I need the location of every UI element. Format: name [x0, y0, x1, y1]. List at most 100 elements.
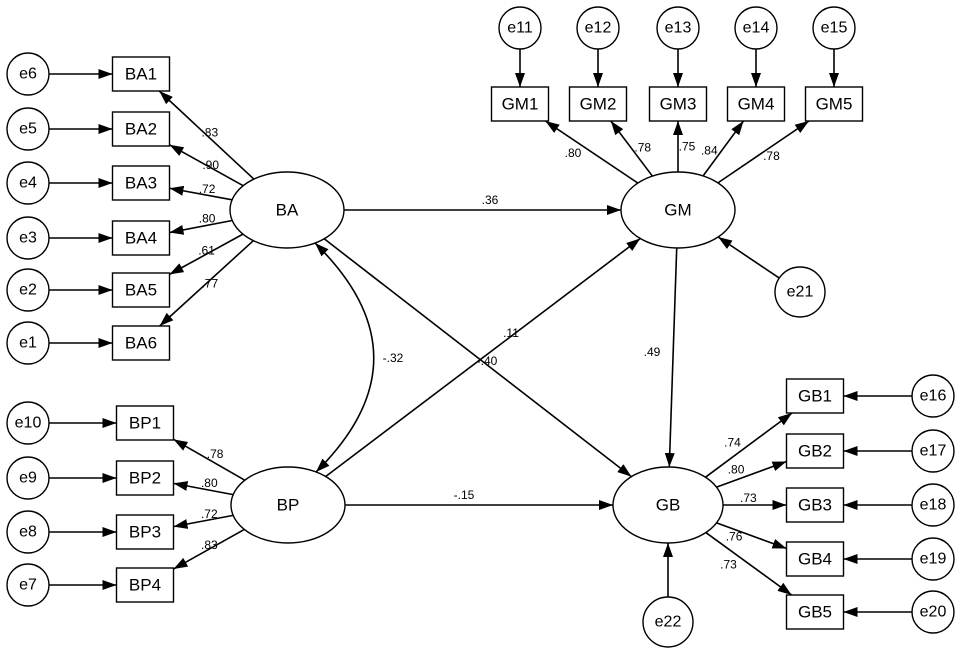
error-label-e1: e1 [19, 335, 37, 352]
error-label-e18: e18 [920, 497, 947, 514]
error-e13 [656, 6, 700, 50]
indicator-gm4 [726, 86, 786, 122]
indicator-label-gm3: GM3 [660, 95, 697, 114]
error-e11 [498, 6, 542, 50]
loading-label-ba3: .72 [199, 182, 216, 196]
indicator-label-ba1: BA1 [125, 65, 157, 84]
indicator-gb4 [785, 541, 845, 577]
loading-arrow-bp1 [173, 438, 246, 481]
indicator-ba1 [111, 56, 171, 92]
indicator-gb5 [785, 594, 845, 630]
loading-label-gb5: .73 [720, 558, 737, 572]
indicator-ba5 [111, 272, 171, 308]
loading-arrow-ba1 [158, 90, 255, 180]
indicator-label-bp1: BP1 [129, 414, 161, 433]
indicator-ba4 [111, 220, 171, 256]
indicator-bp4 [115, 567, 175, 603]
error-label-e4: e4 [19, 175, 37, 192]
indicator-label-gb5: GB5 [798, 603, 832, 622]
covariance-arrow-ba-bp [314, 242, 375, 473]
loading-label-gb4: .76 [726, 529, 743, 543]
error-label-e12: e12 [585, 20, 612, 37]
path-arrow-ba-gb [323, 238, 632, 478]
loading-label-ba6: .77 [201, 277, 218, 291]
error-e16 [911, 374, 955, 418]
loading-label-ba2: .90 [202, 158, 219, 172]
latent-ba [229, 171, 345, 249]
error-label-e11: e11 [507, 20, 533, 37]
loading-arrow-ba4 [169, 219, 233, 235]
error-e10 [6, 401, 50, 445]
loading-label-gm4: .84 [701, 143, 718, 157]
loading-label-gm3: .75 [679, 140, 696, 154]
loading-arrow-gb2 [716, 460, 787, 488]
error-e2 [6, 268, 50, 312]
indicator-label-bp3: BP3 [129, 523, 161, 542]
error-label-e13: e13 [665, 20, 692, 37]
error-label-e19: e19 [920, 551, 947, 568]
error-label-e8: e8 [19, 524, 37, 541]
loading-arrow-gb5 [705, 531, 793, 596]
loading-label-bp4: .83 [201, 538, 218, 552]
indicator-label-ba6: BA6 [125, 334, 157, 353]
error-label-e7: e7 [19, 577, 37, 594]
error-e3 [6, 216, 50, 260]
indicator-label-bp4: BP4 [129, 576, 161, 595]
path-label-ba-gm: .36 [482, 193, 499, 207]
latent-bp [230, 466, 346, 544]
loading-arrow-gm2 [610, 120, 654, 177]
loading-label-gb1: .74 [724, 435, 741, 449]
indicator-label-bp2: BP2 [129, 469, 161, 488]
loading-label-bp1: .78 [207, 447, 224, 461]
indicator-label-ba5: BA5 [125, 281, 157, 300]
loading-label-gm1: .80 [565, 146, 582, 160]
error-label-e16: e16 [920, 388, 947, 405]
loading-arrow-bp2 [173, 481, 234, 496]
indicator-ba6 [111, 325, 171, 361]
loading-arrow-gb1 [705, 412, 793, 478]
error-e8 [6, 510, 50, 554]
disturbance-e22 [642, 596, 694, 648]
indicator-gb2 [785, 433, 845, 469]
loading-arrow-gm1 [544, 120, 639, 184]
error-label-e9: e9 [19, 470, 37, 487]
error-e12 [576, 6, 620, 50]
latent-label-bp: BP [277, 496, 300, 515]
indicator-bp1 [115, 405, 175, 441]
error-e17 [911, 429, 955, 473]
disturbance-label-e21: e21 [787, 284, 814, 301]
loading-arrow-bp4 [173, 528, 245, 570]
loading-label-ba1: .83 [201, 126, 218, 140]
indicator-label-ba4: BA4 [125, 229, 157, 248]
loading-arrow-ba2 [169, 144, 244, 187]
indicator-bp3 [115, 514, 175, 550]
error-label-e6: e6 [19, 66, 37, 83]
error-label-e17: e17 [920, 443, 947, 460]
indicator-gb3 [785, 487, 845, 523]
latent-gm [620, 171, 736, 249]
indicator-label-gm4: GM4 [738, 95, 775, 114]
error-label-e20: e20 [920, 604, 947, 621]
loading-label-bp3: .72 [201, 507, 218, 521]
error-label-e5: e5 [19, 121, 37, 138]
indicator-gb1 [785, 378, 845, 414]
loading-label-gb2: .80 [728, 463, 745, 477]
error-e14 [734, 6, 778, 50]
labels-layer: BABPGMGBBA1.83e6BA2.90e5BA3.72e4BA4.80e3… [15, 20, 947, 631]
error-label-e10: e10 [15, 415, 42, 432]
loading-arrow-ba6 [159, 240, 254, 327]
indicator-gm1 [490, 86, 550, 122]
loading-label-gm5: .78 [763, 149, 780, 163]
error-e19 [911, 537, 955, 581]
error-label-e15: e15 [821, 20, 848, 37]
error-e4 [6, 161, 50, 205]
loading-label-ba4: .80 [199, 211, 216, 225]
loading-arrow-gb4 [716, 522, 787, 550]
error-e20 [911, 590, 955, 634]
loading-arrow-bp3 [173, 514, 234, 529]
error-e7 [6, 563, 50, 607]
indicator-ba2 [111, 111, 171, 147]
covariance-label: -.32 [383, 351, 404, 365]
loading-arrow-gm4 [702, 120, 745, 177]
